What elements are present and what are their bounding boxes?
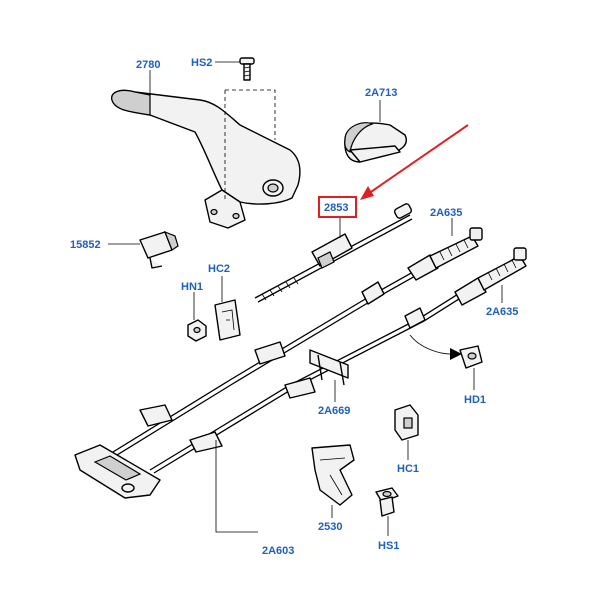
highlight-arrow [364, 124, 469, 197]
part-label-hc1: HC1 [397, 463, 419, 475]
handbrake-lever-2780[interactable] [111, 89, 301, 229]
part-label-2780: 2780 [136, 59, 160, 71]
part-label-15852: 15852 [70, 239, 101, 251]
guide-dashed-2780 [224, 89, 276, 200]
rear-cable-2a635-lower[interactable] [149, 247, 527, 474]
lever-boot-2a713[interactable] [344, 122, 407, 163]
part-label-hs2: HS2 [191, 57, 212, 69]
brake-warning-switch-15852[interactable] [139, 230, 179, 269]
highlight-box-2853 [318, 196, 357, 218]
hd1-arrow-head [450, 348, 462, 360]
part-label-hn1: HN1 [181, 281, 203, 293]
part-label-2a603: 2A603 [262, 545, 294, 557]
hd1-direction-arrow [409, 334, 456, 355]
nut-hn1[interactable] [187, 319, 207, 342]
highlight-arrow-head [360, 186, 374, 200]
bracket-2530[interactable] [311, 444, 355, 506]
part-label-2a635-lower: 2A635 [486, 306, 518, 318]
front-cable-2853[interactable] [254, 203, 413, 303]
part-label-2a635-upper: 2A635 [430, 207, 462, 219]
clip-hc1[interactable] [394, 404, 419, 441]
clip-hd1[interactable] [459, 345, 483, 369]
part-label-2a713: 2A713 [365, 87, 397, 99]
leader-2a603 [215, 440, 258, 533]
equaliser-bracket[interactable] [74, 341, 316, 499]
part-label-2530: 2530 [318, 521, 342, 533]
screw-hs2[interactable] [239, 57, 255, 81]
part-label-hc2: HC2 [208, 263, 230, 275]
part-label-hs1: HS1 [378, 540, 399, 552]
part-label-2a669: 2A669 [318, 405, 350, 417]
part-label-2853: 2853 [324, 202, 348, 214]
clip-hc2[interactable] [214, 299, 241, 341]
part-label-hd1: HD1 [464, 394, 486, 406]
bolt-hs1[interactable] [375, 487, 399, 517]
cable-bracket-2a669[interactable] [309, 349, 349, 386]
